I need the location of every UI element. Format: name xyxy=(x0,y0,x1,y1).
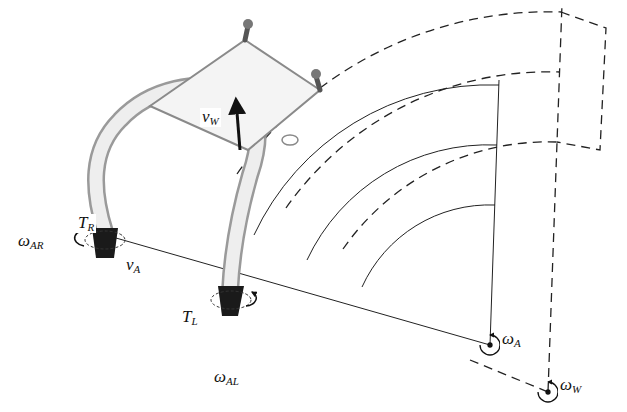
symbol-label: TL xyxy=(180,308,200,327)
symbol-subscript: A xyxy=(514,337,521,349)
symbol-label: νW xyxy=(200,108,221,127)
symbol-subscript: R xyxy=(87,221,94,233)
symbol-main: ω xyxy=(18,231,30,250)
symbol-subscript: AL xyxy=(226,375,239,387)
symbol-main: T xyxy=(182,307,191,326)
dashed-arcs xyxy=(237,4,606,392)
symbol-main: ω xyxy=(560,375,572,394)
symbol-main: T xyxy=(78,213,87,232)
symbol-subscript: AR xyxy=(30,239,43,251)
symbol-subscript: A xyxy=(134,263,141,275)
symbol-label: ωAL xyxy=(212,368,241,387)
symbol-label: ωW xyxy=(558,376,583,395)
frame xyxy=(75,19,321,316)
symbol-label: νA xyxy=(124,256,142,275)
rotation-symbols xyxy=(480,335,558,402)
symbol-subscript: W xyxy=(210,115,219,127)
symbol-label: TR xyxy=(76,214,96,233)
symbol-main: ν xyxy=(202,107,210,126)
symbol-subscript: W xyxy=(572,383,581,395)
velocity-arrow xyxy=(236,100,240,150)
solid-arcs xyxy=(95,80,499,345)
symbol-subscript: L xyxy=(191,315,197,327)
symbol-label: ωA xyxy=(500,330,523,349)
symbol-main: ω xyxy=(214,367,226,386)
symbol-main: ν xyxy=(126,255,134,274)
symbol-main: ω xyxy=(502,329,514,348)
symbol-label: ωAR xyxy=(16,232,45,251)
